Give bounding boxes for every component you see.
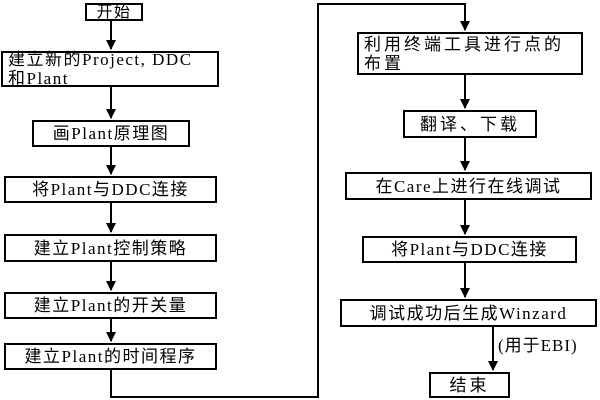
flow-node-online-debug: 在Care上进行在线调试	[345, 172, 592, 200]
flow-node-translate-download: 翻译、下载	[403, 110, 537, 138]
flow-node-draw-plant-schematic: 画Plant原理图	[32, 120, 190, 147]
flow-node-connect-plant-ddc-2: 将Plant与DDC连接	[362, 236, 577, 263]
flow-node-time-program: 建立Plant的时间程序	[4, 343, 217, 370]
flow-node-generate-winzard: 调试成功后生成Winzard	[340, 299, 597, 327]
flow-node-control-strategy: 建立Plant控制策略	[4, 234, 217, 262]
flow-node-terminal-points: 利用终端工具进行点的 布置	[357, 32, 583, 75]
connector-time-program-to-terminal-points	[110, 3, 470, 398]
flow-node-start: 开始	[85, 3, 143, 21]
flow-node-create-project: 建立新的Project, DDC 和Plant	[1, 50, 219, 88]
annotation-for-ebi: (用于EBI)	[498, 336, 578, 355]
flow-node-switch-values: 建立Plant的开关量	[4, 292, 217, 319]
flow-node-connect-plant-ddc: 将Plant与DDC连接	[4, 176, 217, 203]
flow-node-end: 结束	[429, 372, 510, 398]
